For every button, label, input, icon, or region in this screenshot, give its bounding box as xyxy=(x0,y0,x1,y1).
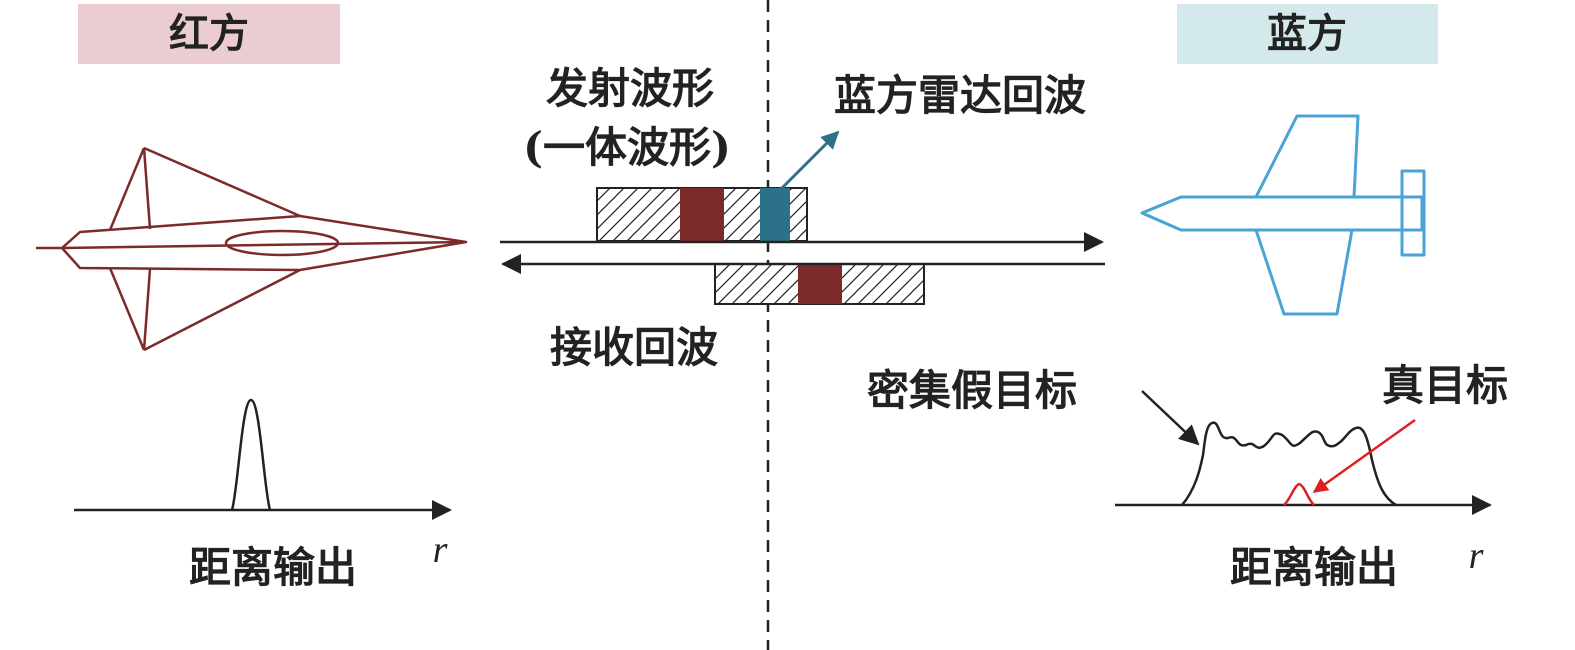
transmit-maroon-segment xyxy=(680,188,724,241)
blue-axis-symbol: r xyxy=(1469,535,1484,577)
true-target-label: 真目标 xyxy=(1382,361,1508,410)
integrated-waveform-label: (一体波形) xyxy=(523,123,731,172)
fighter-jet-icon xyxy=(36,146,468,352)
dense-false-targets-label: 密集假目标 xyxy=(867,366,1077,415)
transmit-waveform xyxy=(596,187,808,242)
blue-range-output-plot: 密集假目标 真目标 距离输出 r xyxy=(867,361,1508,592)
red-side-header: 红方 xyxy=(78,4,340,64)
blue-side-header: 蓝方 xyxy=(1177,4,1438,64)
red-true-target-peak xyxy=(230,398,272,511)
dense-false-targets-pointer xyxy=(1141,390,1200,446)
missile-aircraft-icon xyxy=(1140,114,1426,316)
red-distance-output-label: 距离输出 xyxy=(189,543,357,592)
red-range-output-plot: 距离输出 r xyxy=(74,398,452,592)
blue-true-target-peak xyxy=(1283,482,1315,506)
receive-maroon-segment xyxy=(798,264,842,304)
true-target-pointer xyxy=(1312,418,1416,494)
receive-echo-label: 接收回波 xyxy=(550,323,718,372)
blue-header-background xyxy=(1177,4,1438,64)
blue-radar-echo-segment xyxy=(760,188,790,241)
red-axis-symbol: r xyxy=(433,529,448,571)
transmit-waveform-label: 发射波形 xyxy=(546,64,714,113)
receive-echo-waveform xyxy=(714,263,925,305)
red-side-title: 红方 xyxy=(169,10,249,57)
blue-distance-output-label: 距离输出 xyxy=(1230,543,1398,592)
dense-false-targets-curve xyxy=(1181,421,1397,507)
blue-radar-echo-pointer xyxy=(776,130,840,194)
blue-side-title: 蓝方 xyxy=(1267,10,1347,57)
blue-radar-echo-label: 蓝方雷达回波 xyxy=(834,71,1086,120)
red-header-background xyxy=(78,4,340,64)
